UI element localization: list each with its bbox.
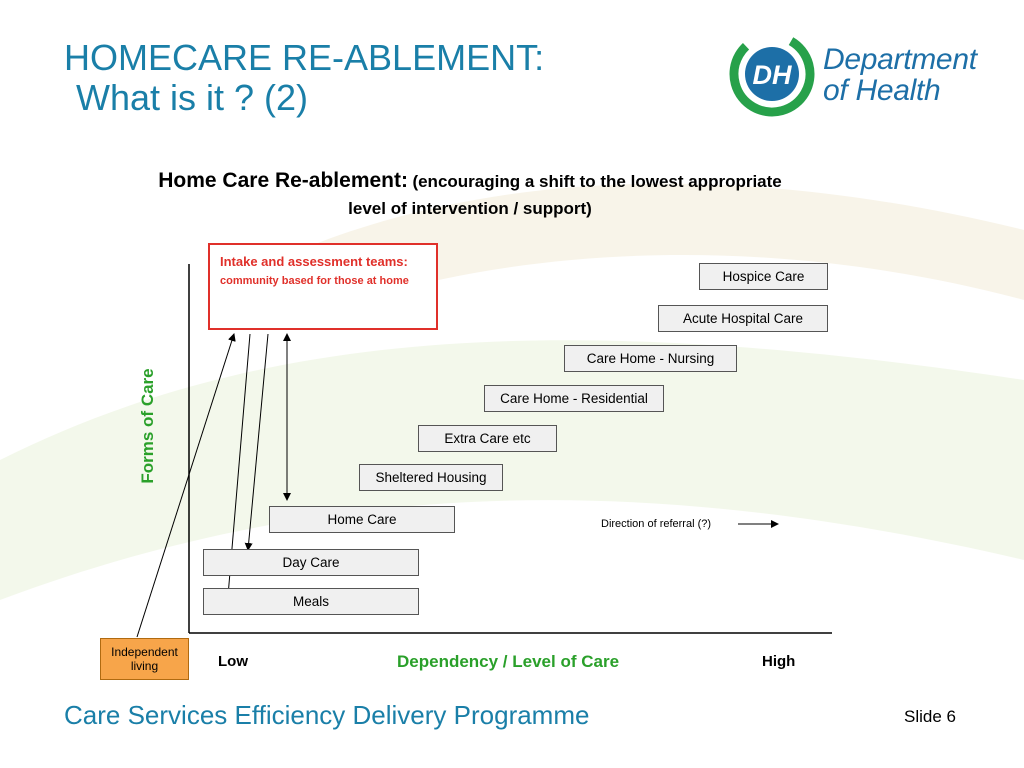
y-axis-label: Forms of Care <box>138 368 157 484</box>
footer-programme-title: Care Services Efficiency Delivery Progra… <box>64 700 590 730</box>
logo-line-1: Department <box>823 43 977 76</box>
slide-title: HOMECARE RE-ABLEMENT: What is it ? (2) <box>64 38 544 118</box>
intake-subtext: community based for those at home <box>220 275 409 287</box>
independent-living-box: Independent living <box>100 638 189 680</box>
x-axis-low-label: Low <box>218 653 248 670</box>
care-box-day-care: Day Care <box>203 549 419 576</box>
care-box-nursing-home: Care Home - Nursing <box>564 345 737 372</box>
subtitle-paren: (encouraging a shift to the lowest appro… <box>348 172 782 218</box>
dh-logo-letters: DH <box>753 60 792 90</box>
direction-of-referral-note: Direction of referral (?) <box>601 518 712 530</box>
intake-assessment-box: Intake and assessment teams: community b… <box>208 243 438 330</box>
arrow-independent-to-intake <box>136 333 236 638</box>
arrow-intake-to-daycare <box>244 333 269 551</box>
slide-number: Slide 6 <box>904 707 956 726</box>
title-line-1: HOMECARE RE-ABLEMENT: <box>64 37 545 78</box>
care-box-home-care: Home Care <box>269 506 455 533</box>
intake-heading: Intake and assessment teams: <box>220 254 408 269</box>
x-axis-label: Dependency / Level of Care <box>397 652 620 671</box>
logo-line-2: of Health <box>823 74 941 107</box>
care-box-meals: Meals <box>203 588 419 615</box>
dh-logo: DH Department of Health <box>728 30 988 120</box>
care-box-sheltered-housing: Sheltered Housing <box>359 464 503 491</box>
diagram-subtitle: Home Care Re-ablement: (encouraging a sh… <box>140 168 800 223</box>
dh-logo-mark: DH <box>729 31 815 117</box>
subtitle-main: Home Care Re-ablement: <box>158 169 408 192</box>
care-box-acute-hospital: Acute Hospital Care <box>658 305 828 332</box>
care-box-hospice: Hospice Care <box>699 263 828 290</box>
title-line-2: What is it ? (2) <box>76 77 309 118</box>
care-box-extra-care: Extra Care etc <box>418 425 557 452</box>
care-box-residential-home: Care Home - Residential <box>484 385 664 412</box>
x-axis-high-label: High <box>762 653 796 670</box>
